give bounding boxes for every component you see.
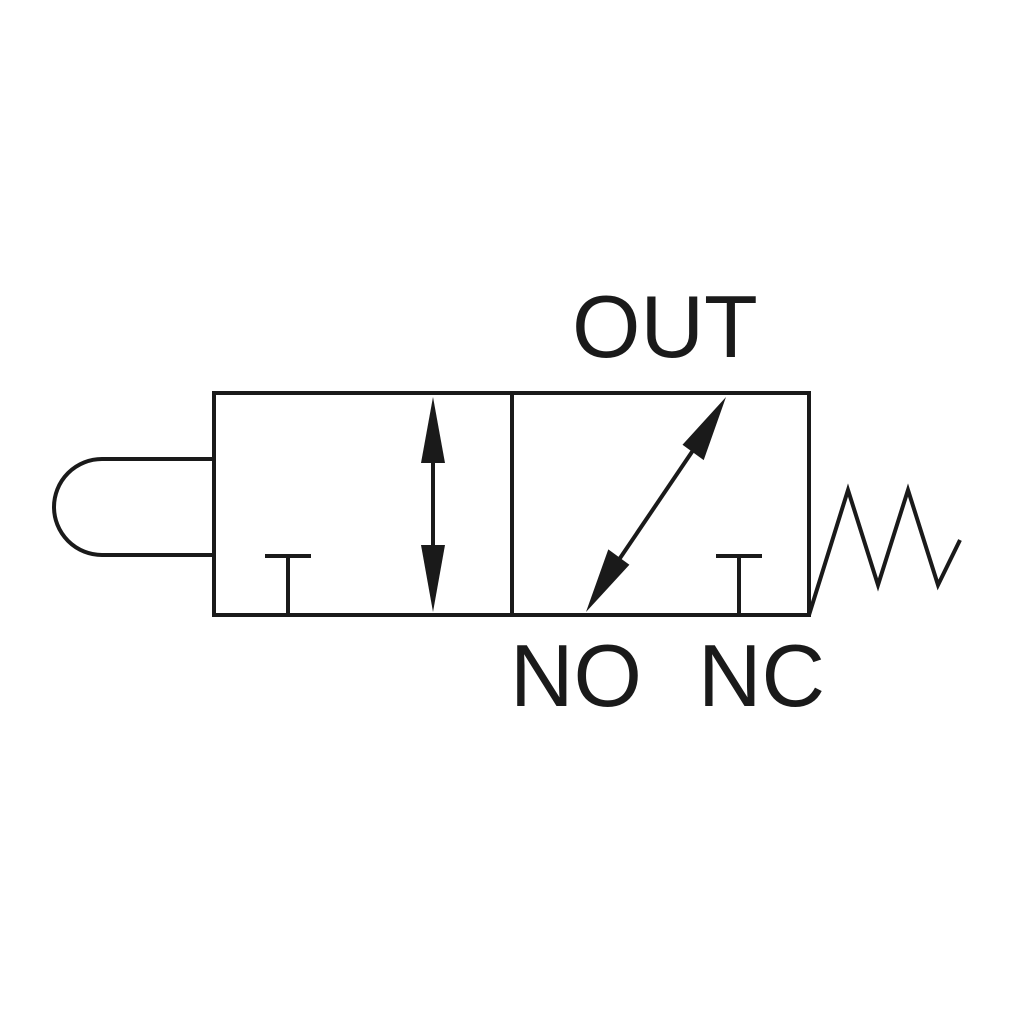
left-flow-arrow: [421, 397, 445, 612]
push-button-actuator: [52, 457, 214, 557]
spring-return: [807, 483, 962, 616]
out-port-label: OUT: [572, 277, 758, 376]
nc-port-label: NC: [698, 626, 825, 725]
left-blocked-port: [265, 554, 311, 615]
right-flow-arrow: [586, 397, 726, 612]
no-port-label: NO: [510, 626, 642, 725]
right-blocked-port: [716, 554, 762, 615]
